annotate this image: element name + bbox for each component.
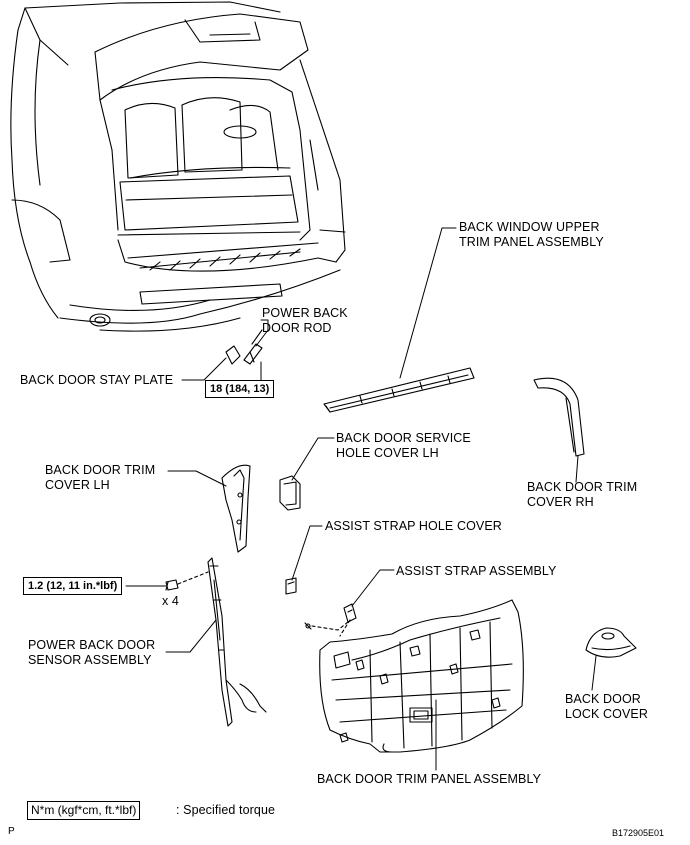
quantity-label: x 4 xyxy=(162,594,179,608)
label-line: BACK WINDOW UPPER xyxy=(459,220,600,234)
torque-rod: 18 (184, 13) xyxy=(205,380,275,398)
label-service-hole-cover: BACK DOOR SERVICE HOLE COVER LH xyxy=(336,431,471,461)
trim-cover-rh-part xyxy=(533,377,585,457)
label-line: BACK DOOR TRIM xyxy=(527,480,638,494)
label-assist-strap-assembly: ASSIST STRAP ASSEMBLY xyxy=(396,564,557,578)
lock-cover-part xyxy=(585,627,637,658)
label-sensor-assembly: POWER BACK DOOR SENSOR ASSEMBLY xyxy=(28,638,155,668)
label-line: TRIM PANEL ASSEMBLY xyxy=(459,235,604,249)
label-back-door-stay-plate: BACK DOOR STAY PLATE xyxy=(20,373,174,387)
vehicle-illustration xyxy=(10,1,346,332)
assist-strap-hole-cover-part xyxy=(285,577,297,595)
label-assist-strap-hole-cover: ASSIST STRAP HOLE COVER xyxy=(325,519,502,533)
label-line: HOLE COVER LH xyxy=(336,446,439,460)
figure-id: B172905E01 xyxy=(612,828,665,838)
label-line: POWER BACK DOOR xyxy=(28,638,156,652)
label-line: DOOR ROD xyxy=(262,321,332,335)
legend-text: : Specified torque xyxy=(176,803,276,817)
label-trim-cover-lh: BACK DOOR TRIM COVER LH xyxy=(45,463,155,493)
label-line: BACK DOOR xyxy=(565,692,641,706)
label-line: BACK DOOR SERVICE xyxy=(336,431,471,445)
leader-lines xyxy=(125,227,597,771)
label-trim-cover-rh: BACK DOOR TRIM COVER RH xyxy=(527,480,637,510)
legend-unit-box: N*m (kgf*cm, ft.*lbf) xyxy=(27,801,141,820)
label-lock-cover: BACK DOOR LOCK COVER xyxy=(565,692,648,722)
torque-sensor: 1.2 (12, 11 in.*lbf) xyxy=(23,577,123,595)
label-line: LOCK COVER xyxy=(565,707,648,721)
label-back-window-upper-trim: BACK WINDOW UPPER TRIM PANEL ASSEMBLY xyxy=(459,220,604,250)
assist-strap-part xyxy=(304,603,357,637)
footer-letter: P xyxy=(8,826,15,837)
trim-panel-part xyxy=(319,599,524,753)
sensor-part xyxy=(165,557,267,727)
label-line: SENSOR ASSEMBLY xyxy=(28,653,152,667)
label-line: COVER LH xyxy=(45,478,110,492)
window-upper-trim-part xyxy=(323,367,475,413)
label-line: COVER RH xyxy=(527,495,594,509)
trim-cover-lh-part xyxy=(221,464,251,553)
service-hole-cover-part xyxy=(279,475,301,511)
label-line: BACK DOOR TRIM xyxy=(45,463,156,477)
label-line: POWER BACK xyxy=(262,306,348,320)
label-power-back-door-rod: POWER BACK DOOR ROD xyxy=(262,306,348,336)
stay-plate-part xyxy=(225,329,263,365)
label-trim-panel-assembly: BACK DOOR TRIM PANEL ASSEMBLY xyxy=(317,772,542,786)
